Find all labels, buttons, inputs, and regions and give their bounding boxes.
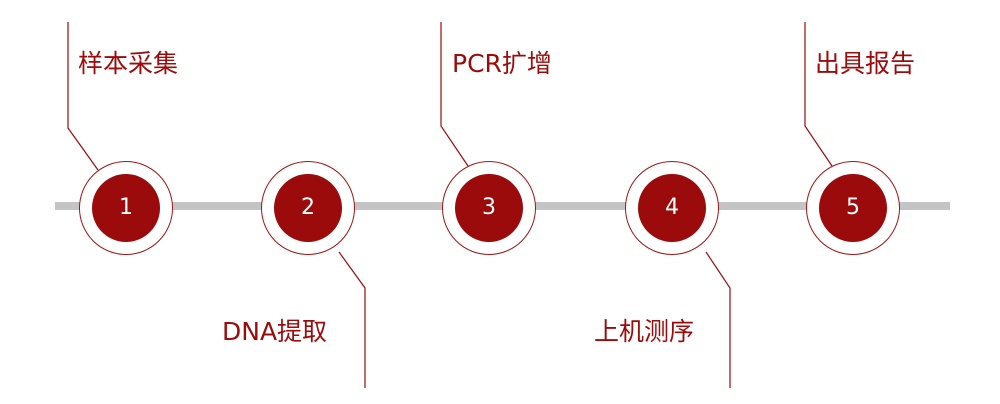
step-number-4: 4 xyxy=(665,195,679,220)
step-circle-5: 5 xyxy=(819,174,887,242)
step-circle-1: 1 xyxy=(92,174,160,242)
connector-line-4 xyxy=(705,251,731,388)
step-number-3: 3 xyxy=(482,195,496,220)
step-label-2: DNA提取 xyxy=(222,317,328,346)
step-circle-3: 3 xyxy=(455,174,523,242)
step-label-1: 样本采集 xyxy=(78,49,179,78)
step-number-2: 2 xyxy=(301,195,315,220)
step-label-3: PCR扩增 xyxy=(452,49,552,78)
step-label-4: 上机测序 xyxy=(594,317,695,346)
step-number-5: 5 xyxy=(846,195,860,220)
connector-line-1 xyxy=(67,22,99,171)
step-node-5: 5 xyxy=(806,161,900,255)
step-number-1: 1 xyxy=(119,195,133,220)
step-node-4: 4 xyxy=(625,161,719,255)
step-node-2: 2 xyxy=(261,161,355,255)
connector-line-2 xyxy=(338,251,366,388)
step-circle-4: 4 xyxy=(638,174,706,242)
step-circle-2: 2 xyxy=(274,174,342,242)
connector-line-3 xyxy=(440,22,469,167)
step-node-3: 3 xyxy=(442,161,536,255)
step-node-1: 1 xyxy=(79,161,173,255)
connector-line-5 xyxy=(804,22,833,167)
step-label-5: 出具报告 xyxy=(815,49,916,78)
